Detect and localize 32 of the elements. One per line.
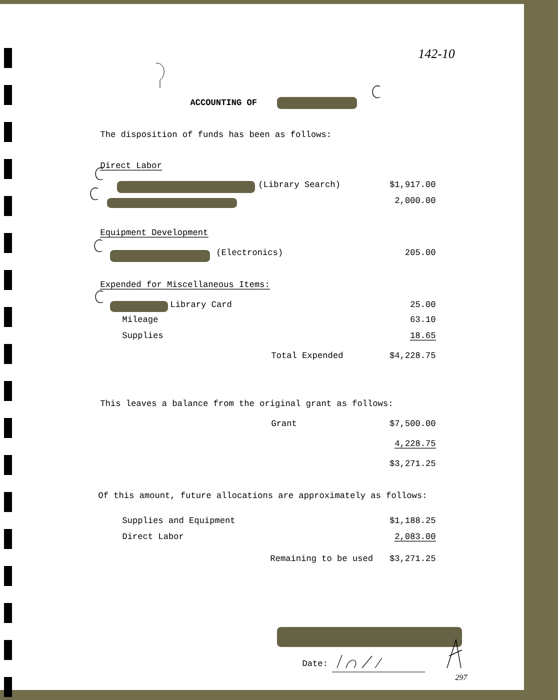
underlined-text: Expended for Miscellaneous Items: xyxy=(100,280,270,290)
amount: 63.10 xyxy=(410,316,436,322)
amount: $1,917.00 xyxy=(390,180,436,189)
text-line: Of this amount, future allocations are approximately as follows: xyxy=(98,492,426,500)
text-line: Remaining to be used xyxy=(270,554,372,563)
amount: $4,228.75 xyxy=(390,352,436,360)
text-line: This leaves a balance from the original grant as follows: xyxy=(100,400,392,408)
text-line: Supplies and Equipment xyxy=(122,516,234,525)
underlined-text: 2,083.00 xyxy=(394,533,436,542)
text-line: The disposition of funds has been as follows: xyxy=(100,130,330,139)
heading: ACCOUNTING OF xyxy=(190,99,256,106)
amount: 25.00 xyxy=(410,301,436,308)
amount: $3,271.25 xyxy=(390,460,436,468)
underlined-text: 4,228.75 xyxy=(394,440,436,448)
text-line: Grant xyxy=(272,420,296,426)
amount: 205.00 xyxy=(406,249,436,256)
amount: $3,271.25 xyxy=(390,554,436,563)
text-line: Library Card xyxy=(171,300,232,309)
text-line: (Electronics) xyxy=(218,248,282,257)
text-line: Direct Labor xyxy=(122,532,184,540)
text-line: Supplies xyxy=(122,332,163,340)
text-line: Mileage xyxy=(122,316,158,324)
amount: $1,188.25 xyxy=(390,516,436,525)
text-line: Date: xyxy=(302,660,326,666)
underlined-text: Equipment Development xyxy=(100,228,209,238)
amount: 2,000.00 xyxy=(395,197,436,205)
text-line: (Library Search) xyxy=(260,180,339,189)
amount: $7,500.00 xyxy=(390,420,436,428)
underlined-text: 18.65 xyxy=(410,332,436,340)
handwritten-note: 142-10 xyxy=(418,49,455,58)
underlined-text: Direct Labor xyxy=(100,162,162,170)
text-line: Total Expended xyxy=(272,352,342,360)
